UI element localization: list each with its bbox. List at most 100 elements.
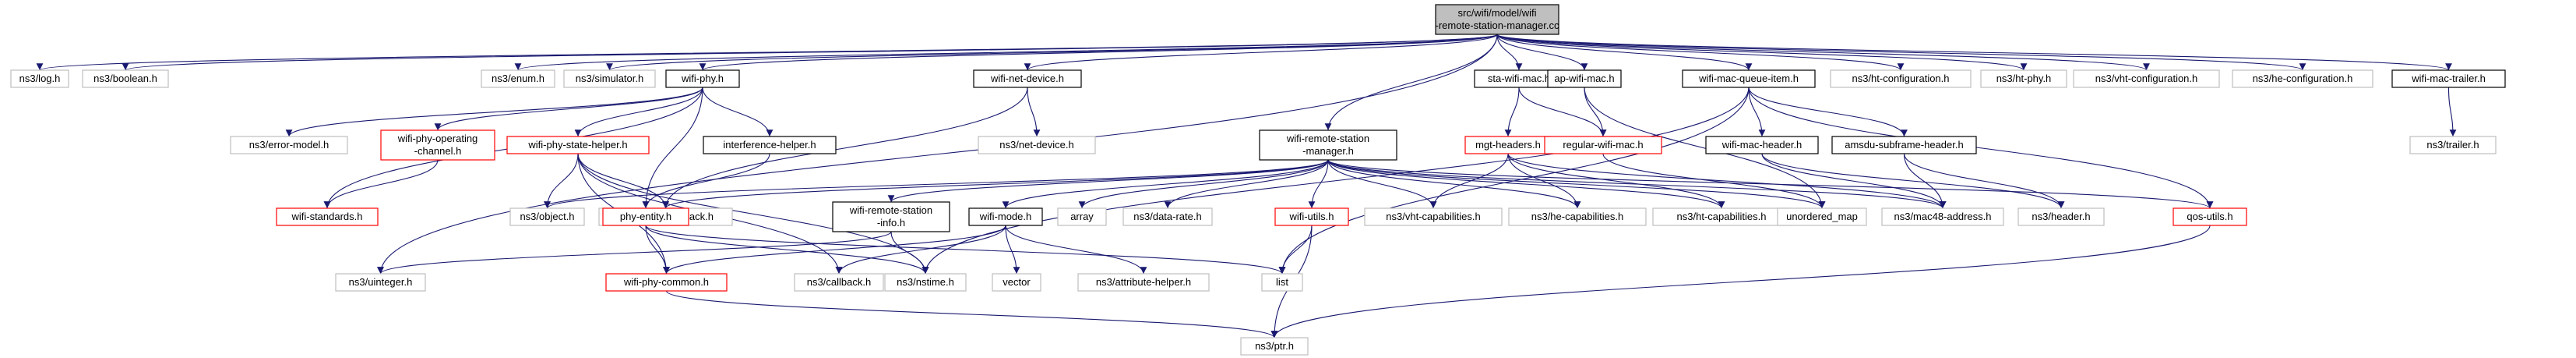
node-nstime: ns3/nstime.h	[884, 273, 967, 292]
node-label: phy-entity.h	[620, 211, 671, 222]
node-label: -remote-station-manager.cc	[1436, 19, 1559, 31]
edge-rsinfo-to-uinteger	[377, 231, 892, 275]
node-label: src/wifi/model/wifi	[1457, 7, 1536, 19]
node-label: wifi-mac-header.h	[1721, 139, 1802, 151]
edge-opchannel-to-standards	[323, 159, 439, 209]
edge-root-to-log	[37, 34, 1498, 71]
node-ns3netdevice: ns3/net-device.h	[978, 136, 1096, 154]
edge-root-to-netdevice	[1024, 34, 1498, 71]
node-root[interactable]: src/wifi/model/wifi-remote-station-manag…	[1435, 4, 1559, 35]
node-trailer[interactable]: wifi-mac-trailer.h	[2391, 69, 2506, 88]
node-label: ns3/callback.h	[807, 276, 871, 288]
node-mgtheaders[interactable]: mgt-headers.h	[1464, 136, 1552, 154]
node-label: unordered_map	[1786, 211, 1858, 222]
node-box	[563, 69, 656, 88]
node-label: wifi-mac-queue-item.h	[1698, 73, 1799, 84]
node-datarate: ns3/data-rate.h	[1122, 207, 1213, 226]
edge-queueitem-to-qosutils	[1748, 87, 2214, 209]
node-standards[interactable]: wifi-standards.h	[276, 207, 379, 226]
node-box	[1057, 207, 1107, 226]
edge-stawifimac-to-regularmac	[1518, 87, 1607, 137]
edge-netdevice-to-ns3netdevice	[1027, 87, 1041, 137]
edge-root-to-stawifimac	[1496, 34, 1523, 71]
edge-statehelper-to-object	[544, 153, 579, 209]
node-interference[interactable]: interference-helper.h	[703, 136, 837, 154]
node-mac48: ns3/mac48-address.h	[1881, 207, 2004, 226]
node-netdevice[interactable]: wifi-net-device.h	[973, 69, 1082, 88]
node-box	[1364, 207, 1503, 226]
edge-wifimode-to-phycommon	[663, 225, 1006, 275]
edge-netdevice-to-traced	[662, 87, 1028, 209]
edge-rsm-to-htcap	[1327, 159, 1725, 209]
edge-root-to-rsm	[1324, 34, 1498, 131]
node-label: ns3/enum.h	[492, 73, 544, 84]
node-label: wifi-utils.h	[1288, 211, 1334, 222]
node-box	[506, 136, 650, 154]
node-regularmac[interactable]: regular-wifi-mac.h	[1544, 136, 1662, 154]
node-statehelper[interactable]: wifi-phy-state-helper.h	[506, 136, 650, 154]
edge-wifimode-to-attrhelper	[1005, 225, 1147, 275]
edge-mgtheaders-to-mac48	[1507, 153, 1947, 209]
edge-rsm-to-rsinfo	[887, 159, 1329, 203]
node-label: wifi-remote-station	[849, 204, 932, 216]
node-label: -manager.h	[1302, 145, 1354, 157]
node-label: sta-wifi-mac.h	[1488, 73, 1550, 84]
node-label: wifi-phy-state-helper.h	[527, 139, 627, 151]
node-ptr: ns3/ptr.h	[1240, 337, 1309, 356]
edge-macheader-to-header	[1761, 153, 2065, 209]
node-box	[276, 207, 379, 226]
node-qosutils[interactable]: qos-utils.h	[2173, 207, 2247, 226]
node-label: qos-utils.h	[2187, 211, 2232, 222]
node-heconf: ns3/he-configuration.h	[2232, 69, 2373, 88]
node-amsdu[interactable]: amsdu-subframe-header.h	[1831, 136, 1977, 154]
node-queueitem[interactable]: wifi-mac-queue-item.h	[1682, 69, 1816, 88]
node-label: wifi-mode.h	[979, 211, 1031, 222]
node-box	[2409, 136, 2497, 154]
node-header: ns3/header.h	[2017, 207, 2105, 226]
edge-statehelper-to-traced	[577, 153, 669, 209]
node-apwifimac[interactable]: ap-wifi-mac.h	[1547, 69, 1622, 88]
edge-root-to-trailer	[1496, 34, 2452, 71]
node-simulator: ns3/simulator.h	[563, 69, 656, 88]
edge-root-to-apwifimac	[1496, 34, 1588, 71]
node-label: ns3/he-configuration.h	[2253, 73, 2353, 84]
edge-stawifimac-to-mgtheaders	[1504, 87, 1520, 137]
node-phycommon[interactable]: wifi-phy-common.h	[605, 273, 728, 292]
node-box	[1508, 207, 1647, 226]
node-phyentity[interactable]: phy-entity.h	[602, 207, 689, 226]
edge-trailer-to-ns3trailer	[2447, 87, 2457, 137]
node-rsinfo[interactable]: wifi-remote-station-info.h	[832, 201, 950, 232]
node-label: wifi-phy.h	[681, 73, 724, 84]
node-label: ns3/simulator.h	[576, 73, 643, 84]
node-wifiutils[interactable]: wifi-utils.h	[1274, 207, 1349, 226]
node-box	[605, 273, 728, 292]
edge-regularmac-to-unorderedmap	[1602, 153, 1826, 209]
node-rsm[interactable]: wifi-remote-station-manager.h	[1259, 129, 1397, 161]
edge-mgtheaders-to-htcap	[1507, 153, 1725, 209]
node-box	[1980, 69, 2067, 88]
edge-root-to-wifiphy	[699, 34, 1498, 71]
node-label: wifi-remote-station	[1286, 133, 1369, 144]
node-label: ns3/log.h	[19, 73, 61, 84]
node-label: ns3/mac48-address.h	[1894, 211, 1991, 222]
node-macheader[interactable]: wifi-mac-header.h	[1705, 136, 1819, 154]
node-wifiphy[interactable]: wifi-phy.h	[665, 69, 740, 88]
node-stawifimac[interactable]: sta-wifi-mac.h	[1474, 69, 1564, 88]
edge-wifiphy-to-errormodel	[285, 87, 703, 137]
edge-rsm-to-traced	[662, 159, 1329, 209]
node-box	[2391, 69, 2506, 88]
node-opchannel[interactable]: wifi-phy-operating-channel.h	[380, 129, 495, 161]
node-box	[380, 129, 495, 161]
node-wifimode[interactable]: wifi-mode.h	[968, 207, 1043, 226]
edge-queueitem-to-amsdu	[1748, 87, 1908, 137]
node-box	[1261, 273, 1303, 292]
node-box	[602, 207, 689, 226]
node-label: ns3/boolean.h	[93, 73, 157, 84]
node-callback: ns3/callback.h	[794, 273, 884, 292]
edge-phyentity-to-nstime	[645, 225, 929, 275]
node-label: vector	[1003, 276, 1031, 288]
edge-qosutils-to-ptr	[1270, 225, 2211, 339]
node-htconf: ns3/ht-configuration.h	[1830, 69, 1972, 88]
node-label: regular-wifi-mac.h	[1563, 139, 1643, 151]
